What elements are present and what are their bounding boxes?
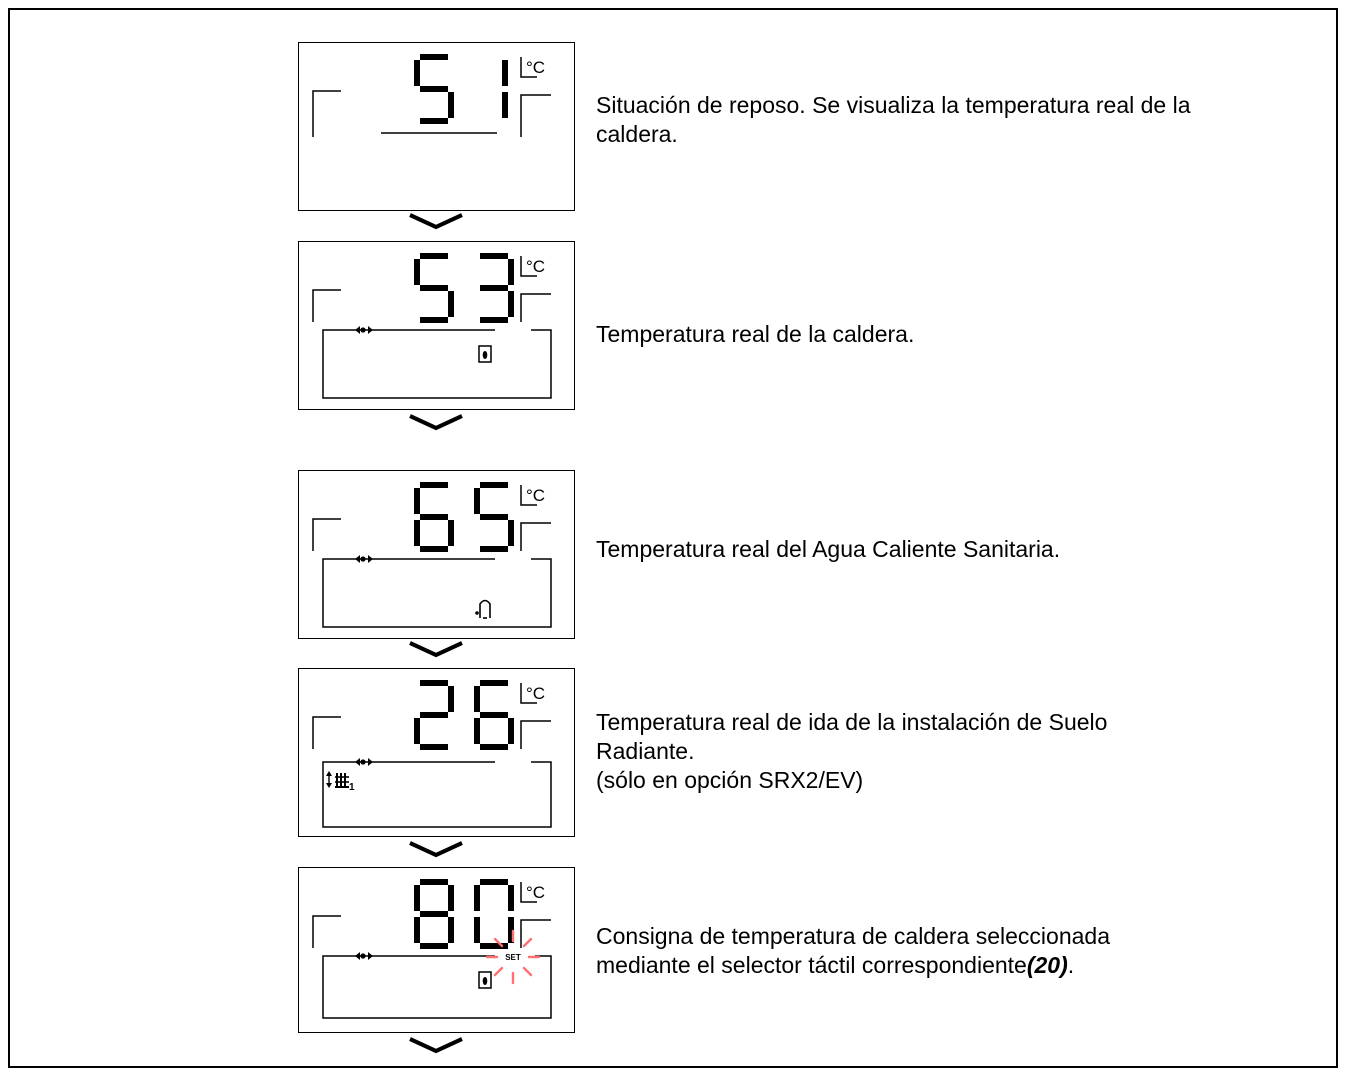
lcd-graphic-3: °C [312, 482, 552, 628]
step-4-line-2: Radiante. [596, 738, 695, 764]
step-4-description: Temperatura real de ida de la instalació… [596, 708, 1236, 795]
arrow-marker-icon [355, 326, 373, 334]
seven-segment-digits [414, 54, 508, 124]
lcd-graphic-4: °C 1 [312, 680, 552, 828]
arrow-marker-icon [355, 555, 373, 563]
tap-icon [475, 599, 491, 619]
flame-icon [478, 971, 492, 989]
step-5-line-2-text: mediante el selector táctil correspondie… [596, 952, 1027, 978]
step-5-line-2-tail: . [1067, 952, 1075, 978]
lcd-display-5: °C SET [298, 867, 575, 1033]
step-5-line-2: mediante el selector táctil correspondie… [596, 951, 1236, 980]
chevron-down-icon [409, 641, 463, 658]
lcd-graphic-2: °C [312, 253, 552, 399]
lcd-graphic-1: °C [312, 54, 551, 137]
lcd-display-2: °C [298, 241, 575, 410]
radiator-circuit-icon: 1 [326, 771, 355, 793]
flame-icon [478, 345, 492, 363]
circuit-number: 1 [349, 782, 355, 793]
lcd-display-3: °C [298, 470, 575, 639]
unit-label: °C [526, 684, 545, 703]
step-4-line-3: (sólo en opción SRX2/EV) [596, 767, 864, 793]
step-4-line-1: Temperatura real de ida de la instalació… [596, 709, 1108, 735]
chevron-down-icon [409, 1037, 463, 1054]
set-blink-rays-icon [485, 929, 541, 985]
set-indicator: SET [505, 953, 521, 962]
lcd-display-1: °C [298, 42, 575, 211]
seven-segment-digits [414, 482, 514, 552]
arrow-marker-icon [355, 758, 373, 766]
reference-number: (20) [1026, 952, 1068, 978]
unit-label: °C [526, 883, 545, 902]
chevron-down-icon [409, 841, 463, 858]
chevron-down-icon [409, 213, 463, 230]
step-5-line-1: Consigna de temperatura de caldera selec… [596, 923, 1110, 949]
chevron-down-icon [409, 414, 463, 431]
step-3-description: Temperatura real del Agua Caliente Sanit… [596, 536, 1061, 562]
unit-label: °C [526, 58, 545, 77]
unit-label: °C [526, 257, 545, 276]
step-5-description: Consigna de temperatura de caldera selec… [596, 922, 1236, 980]
arrow-marker-icon [355, 952, 373, 960]
step-1-description: Situación de reposo. Se visualiza la tem… [596, 92, 1191, 147]
lcd-display-4: °C 1 [298, 668, 575, 837]
step-2-description: Temperatura real de la caldera. [596, 321, 915, 347]
seven-segment-digits [414, 253, 514, 323]
seven-segment-digits [414, 879, 514, 949]
unit-label: °C [526, 486, 545, 505]
lcd-graphic-5: °C SET [312, 879, 552, 1019]
seven-segment-digits [414, 680, 514, 750]
